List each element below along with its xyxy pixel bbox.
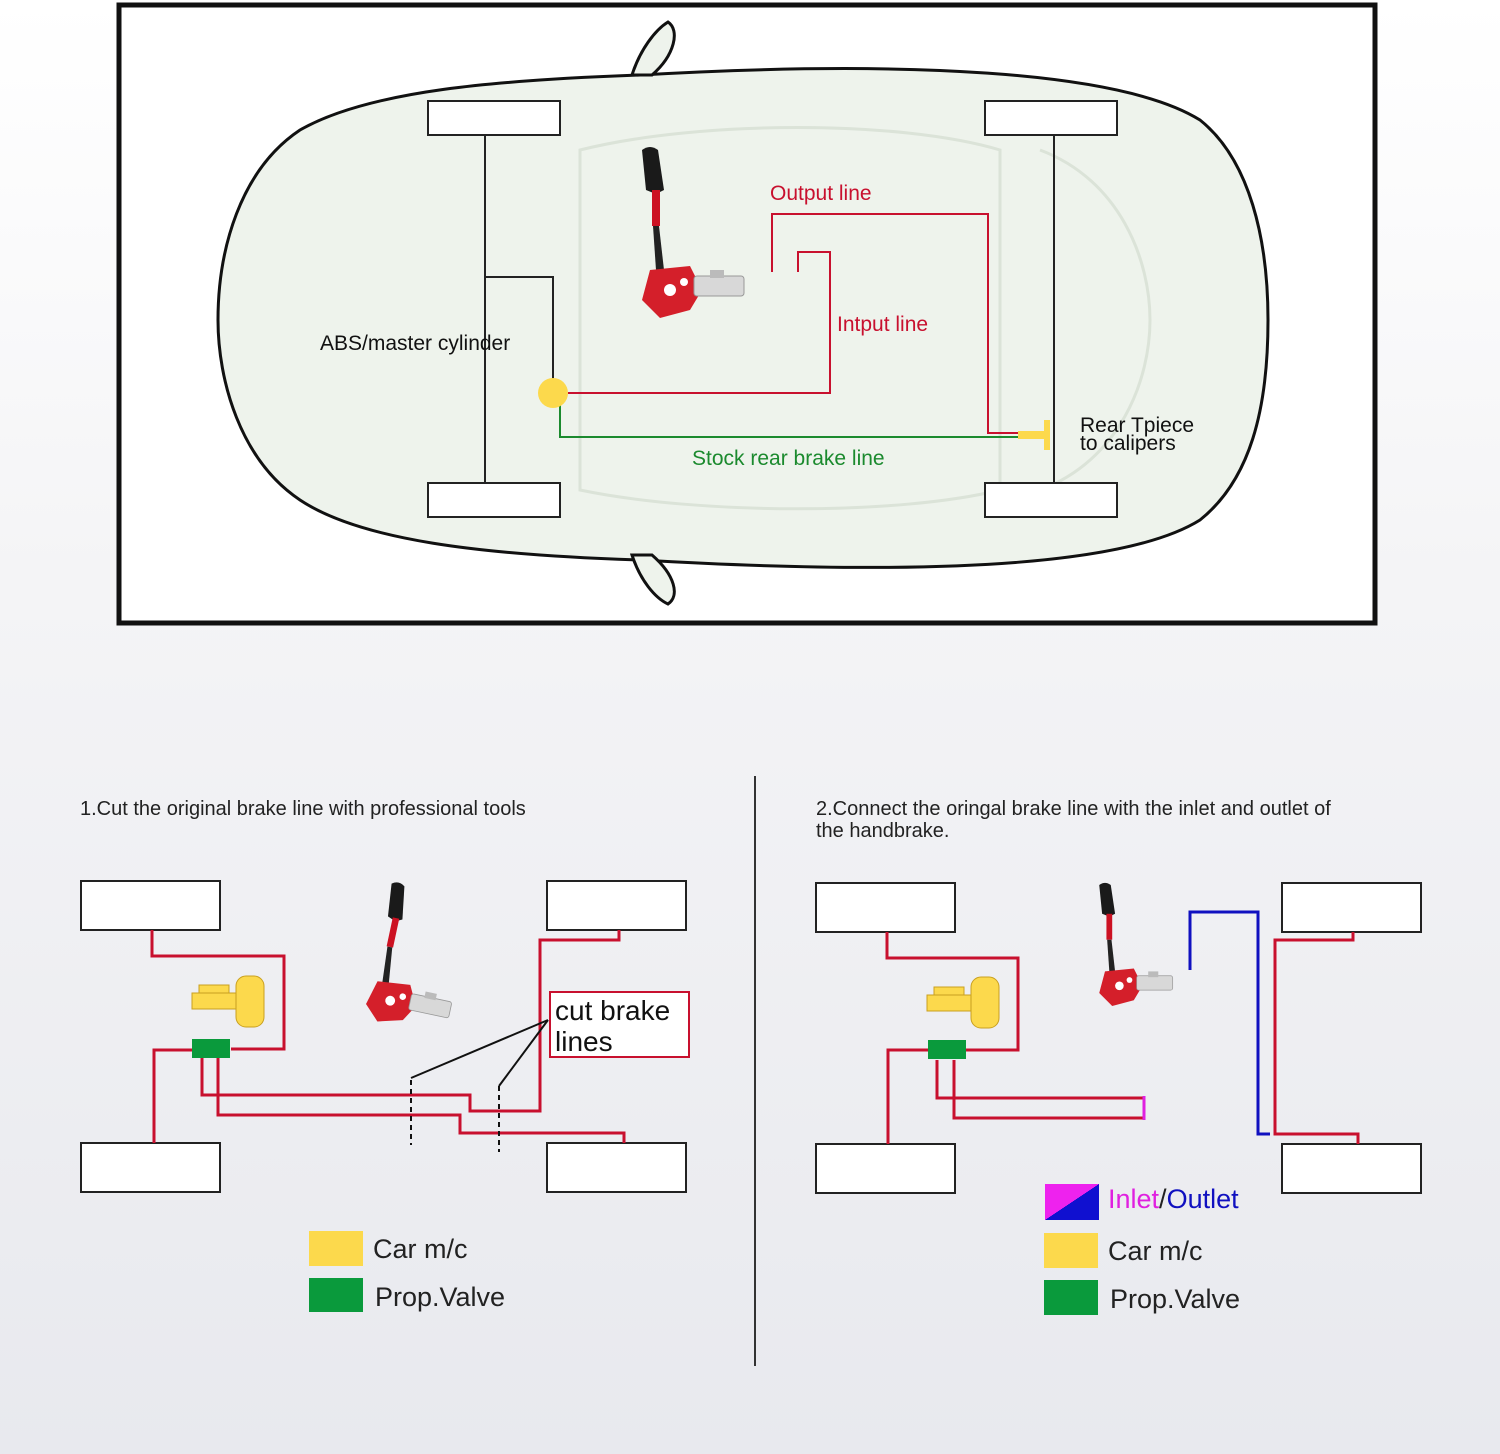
step1-master-cylinder-body xyxy=(191,992,241,1010)
step1-legend-label-master: Car m/c xyxy=(373,1234,468,1264)
input-line xyxy=(568,251,831,394)
cut-brake-label-2: lines xyxy=(555,1026,613,1057)
step1-legend-swatch-valve xyxy=(309,1278,363,1312)
step1-prop-valve xyxy=(192,1039,230,1058)
step2-caption-line2: the handbrake. xyxy=(816,820,949,842)
stock-rear-brake-line xyxy=(559,405,1022,438)
step1-wheel-fl xyxy=(80,880,221,931)
step2-master-cylinder-cap xyxy=(933,986,965,996)
step1-wheel-rl xyxy=(546,880,687,931)
master-cylinder-dot xyxy=(538,378,568,408)
input-line-label: Intput line xyxy=(837,313,928,336)
rear-tpiece-cap xyxy=(1044,420,1050,450)
rear-axle xyxy=(984,100,1118,518)
legend-inlet-text: Inlet xyxy=(1108,1184,1160,1214)
output-line-label: Output line xyxy=(770,182,872,205)
step2-wheel-rl xyxy=(1281,882,1422,933)
step2-outlet-line xyxy=(1188,910,1270,1136)
step2-master-cylinder-reservoir xyxy=(970,976,1000,1029)
cut-markers xyxy=(410,1019,549,1152)
step1-legend-label-valve: Prop.Valve xyxy=(375,1282,505,1312)
step2-legend-swatch-valve xyxy=(1044,1280,1098,1315)
step2-prop-valve xyxy=(928,1040,966,1059)
step2-legend-label-valve: Prop.Valve xyxy=(1110,1284,1240,1314)
step2-legend-swatch-inlet-outlet xyxy=(1045,1184,1099,1220)
handbrake-step2 xyxy=(1098,882,1174,1007)
step2-wheel-fr xyxy=(815,1143,956,1194)
step2-brake-lines xyxy=(885,932,1360,1144)
front-axle xyxy=(427,100,561,518)
step2-legend-label-master: Car m/c xyxy=(1108,1236,1203,1266)
handbrake-step1 xyxy=(362,880,475,1037)
cut-brake-lines-box xyxy=(549,991,690,1058)
step1-legend-swatch-master xyxy=(309,1231,363,1266)
step2-legend: Inlet/Outlet Car m/c Prop.Valve xyxy=(1044,1184,1240,1315)
step1-brake-lines xyxy=(150,930,626,1143)
step1-caption: 1.Cut the original brake line with profe… xyxy=(80,798,526,820)
abs-feed-line xyxy=(485,276,554,385)
step2-legend-inlet-outlet: Inlet/Outlet xyxy=(1108,1184,1239,1214)
rear-tpiece-label: Rear Tpiece xyxy=(1080,414,1194,437)
step2-caption-line1: 2.Connect the oringal brake line with th… xyxy=(816,798,1331,820)
step2-diagram xyxy=(815,882,1422,1194)
abs-master-cylinder-label: ABS/master cylinder xyxy=(320,332,510,355)
step2-wheel-rr xyxy=(1281,1143,1422,1194)
step1-legend: Car m/c Prop.Valve xyxy=(309,1231,505,1312)
step2-master-cylinder-body xyxy=(926,994,976,1012)
step1-wheel-rr xyxy=(546,1142,687,1193)
rear-left-wheel xyxy=(984,100,1118,136)
car-silhouette xyxy=(216,20,1270,606)
to-calipers-label: to calipers xyxy=(1080,432,1176,455)
cut-brake-label-1: cut brake xyxy=(555,995,670,1026)
rear-right-wheel xyxy=(984,482,1118,518)
legend-separator: / xyxy=(1159,1184,1167,1214)
step1-master-cylinder-reservoir xyxy=(235,975,265,1028)
front-left-wheel xyxy=(427,100,561,136)
rear-tpiece-bar xyxy=(1018,431,1048,439)
step2-legend-swatch-master xyxy=(1044,1233,1098,1268)
legend-outlet-text: Outlet xyxy=(1167,1184,1240,1214)
stock-rear-brake-line-label: Stock rear brake line xyxy=(692,447,885,470)
output-line xyxy=(771,213,1022,434)
step1-master-cylinder-cap xyxy=(198,984,230,994)
step1-diagram: cut brake lines xyxy=(80,880,690,1193)
front-right-wheel xyxy=(427,482,561,518)
step2-wheel-fl xyxy=(815,882,956,933)
step1-wheel-fr xyxy=(80,1142,221,1193)
